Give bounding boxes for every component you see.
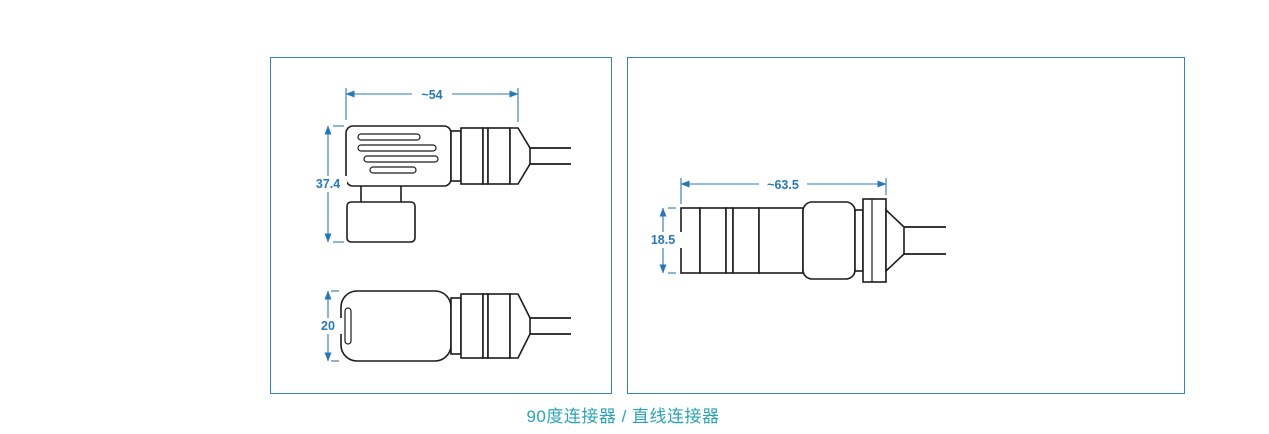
front-cap — [680, 207, 701, 274]
keyway-inset — [344, 307, 352, 345]
dim-diameter-right: 18.5 — [644, 207, 682, 274]
straight-connector-side-view — [680, 198, 946, 283]
cable-taper — [509, 293, 531, 359]
grip-slots — [357, 133, 439, 174]
knurl-band — [699, 207, 727, 274]
dim-label-length-left: ~54 — [421, 88, 442, 102]
left-panel-90deg-connector: ~54 37.4 — [270, 57, 612, 394]
gland-neck — [854, 209, 864, 272]
diagram-caption: 90度连接器 / 直线连接器 — [526, 407, 720, 426]
dim-label-diameter-right: 18.5 — [651, 233, 675, 247]
dim-overall-length-left: ~54 — [345, 86, 519, 122]
barrel — [758, 207, 804, 274]
dim-height-left: 37.4 — [309, 125, 347, 243]
dim-diameter-left: 20 — [314, 290, 342, 362]
neck-ring — [450, 297, 462, 355]
knurl-gap — [725, 207, 734, 274]
cable-taper — [885, 208, 905, 273]
neck-ring — [450, 130, 462, 182]
knurl-band — [487, 127, 511, 185]
dim-label-height-left: 37.4 — [316, 177, 340, 191]
cable-gland — [862, 198, 887, 283]
angle-connector-body-view — [340, 290, 571, 362]
coupling-nut-knurl — [346, 201, 416, 243]
knurl-band — [487, 293, 511, 359]
dim-overall-length-right: ~63.5 — [680, 176, 887, 204]
right-panel-straight-connector: ~63.5 18.5 — [627, 57, 1185, 394]
dim-label-diameter-left: 20 — [321, 319, 335, 333]
dim-label-length-right: ~63.5 — [767, 178, 799, 192]
hex-section — [802, 201, 856, 280]
left-connector-diagram-svg: ~54 37.4 — [309, 86, 571, 362]
cable-taper — [509, 127, 531, 185]
right-connector-diagram-svg: ~63.5 18.5 — [644, 176, 946, 283]
angle-connector-side-view — [345, 125, 571, 243]
connector-body-outline — [340, 290, 452, 362]
knurl-band — [460, 293, 484, 359]
knurl-band — [732, 207, 760, 274]
knurl-band — [460, 127, 484, 185]
